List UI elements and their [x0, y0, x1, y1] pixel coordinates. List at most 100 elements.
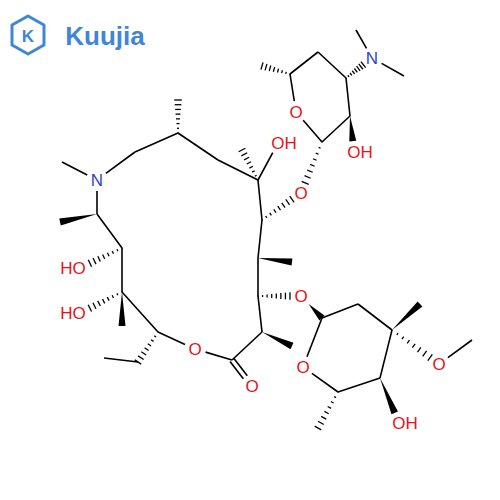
hash-bond [148, 344, 151, 346]
hash-bond [407, 340, 409, 343]
hash-bond [290, 196, 294, 202]
single-bond [346, 78, 350, 116]
hash-bond [145, 348, 149, 351]
hash-bond [154, 336, 156, 337]
hash-bond [244, 157, 249, 160]
wedge-bond [380, 378, 398, 414]
hash-bond [252, 171, 255, 172]
single-bond [290, 74, 294, 101]
hash-bond [397, 333, 398, 335]
hash-bond [98, 301, 101, 306]
hash-bond [249, 166, 252, 168]
single-bond [218, 160, 258, 180]
hash-bond [350, 73, 352, 75]
atom-label: O [294, 185, 307, 202]
hash-bond [359, 64, 363, 69]
single-bond [258, 153, 273, 180]
hash-bond [112, 251, 113, 254]
atom-label: HO [60, 305, 86, 322]
single-bond [258, 220, 262, 258]
hash-bond [276, 294, 277, 299]
atom-label: N [91, 172, 103, 189]
atom-label: O [245, 378, 258, 395]
hash-bond [266, 294, 267, 297]
atom-label: OH [392, 415, 418, 432]
single-bond [158, 332, 185, 344]
single-bond [358, 304, 392, 330]
wedge-bond [59, 214, 97, 225]
hash-bond [174, 99, 182, 100]
hash-bond [270, 213, 272, 215]
single-bond [135, 133, 178, 152]
single-bond [290, 52, 318, 74]
wedge-bond [258, 258, 292, 265]
single-bond [307, 318, 322, 357]
wedge-bond [392, 301, 422, 330]
hash-bond [280, 293, 281, 299]
logo-letter: K [22, 28, 34, 45]
hash-bond [255, 175, 257, 177]
single-bond [303, 120, 322, 142]
hash-bond [361, 62, 366, 68]
single-bond [96, 191, 98, 214]
hash-bond [278, 206, 281, 210]
hash-bond [348, 75, 349, 77]
hash-bond [138, 356, 144, 360]
atom-label: OH [271, 135, 297, 152]
hash-bond [357, 66, 361, 71]
wedge-bond [119, 292, 126, 326]
double-bond [234, 358, 247, 375]
hash-bond [176, 118, 180, 119]
wedge-bond [349, 116, 356, 141]
hash-bond [318, 421, 324, 424]
single-bond [312, 373, 338, 392]
hash-bond [354, 68, 357, 72]
hash-bond [98, 256, 100, 261]
hash-bond [428, 354, 432, 360]
hash-bond [423, 351, 427, 356]
hash-bond [269, 66, 271, 72]
hash-bond [112, 295, 113, 298]
hash-bond [151, 340, 154, 342]
single-bond [318, 52, 346, 78]
hash-bond [266, 216, 267, 218]
hash-bond [93, 303, 96, 309]
hash-bond [310, 164, 314, 166]
atom-label: N [366, 50, 378, 67]
single-bond [257, 258, 259, 296]
hash-bond [241, 153, 247, 156]
hash-bond [274, 209, 276, 212]
hash-bond [304, 176, 310, 179]
hash-bond [352, 71, 354, 74]
single-bond [97, 214, 122, 248]
single-bond [121, 248, 123, 292]
atom-label: OH [347, 144, 373, 161]
wedge-bond [262, 332, 293, 349]
bond-group [59, 30, 472, 430]
atom-label: O [188, 341, 201, 358]
hash-bond [265, 64, 267, 70]
hash-bond [103, 299, 105, 303]
hash-bond [247, 162, 251, 164]
hash-bond [285, 72, 287, 74]
hash-bond [93, 258, 96, 264]
double-bond [230, 362, 243, 379]
watermark: Kuujia [65, 23, 144, 49]
atom-label: O [432, 356, 445, 373]
logo-hexagon [12, 16, 44, 54]
hash-bond [262, 295, 263, 297]
hash-bond [418, 347, 421, 352]
hash-bond [286, 199, 290, 204]
single-bond [448, 340, 472, 358]
hash-bond [177, 128, 179, 129]
hash-bond [402, 337, 404, 339]
single-bond [62, 162, 87, 175]
hash-bond [328, 406, 331, 408]
single-bond [258, 296, 262, 332]
hash-bond [319, 147, 321, 149]
hash-bond [285, 293, 286, 300]
hash-bond [176, 113, 181, 114]
single-bond [206, 352, 232, 360]
